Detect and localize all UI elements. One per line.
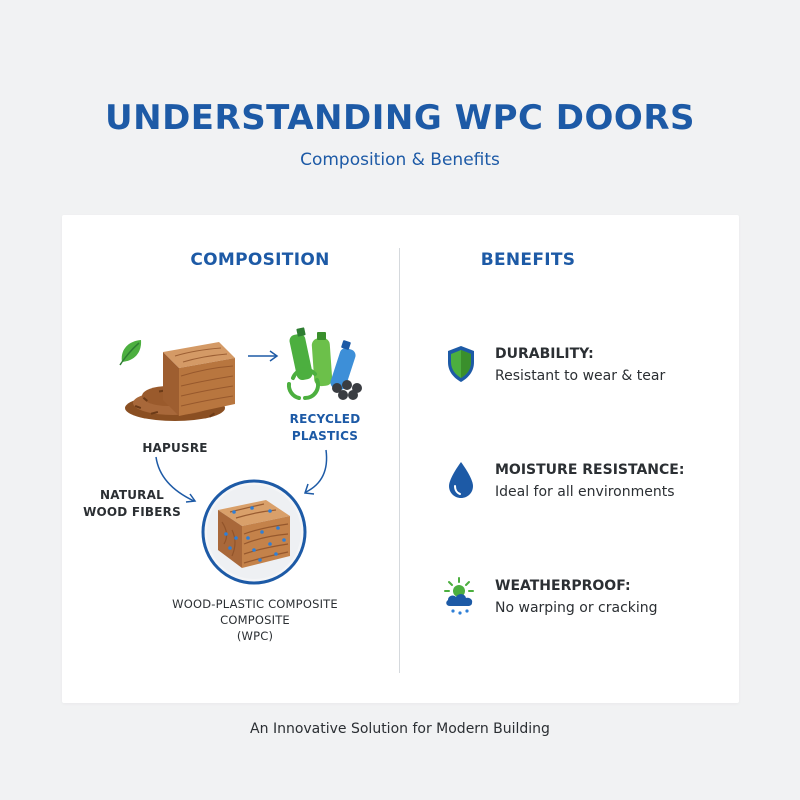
shield-icon (448, 346, 474, 382)
composition-heading: COMPOSITION (190, 250, 330, 270)
wpc-composite-icon (201, 479, 307, 585)
wpc-label-line2: COMPOSITE (220, 613, 290, 627)
natural-wood-fibers-label-line1: NATURAL (100, 488, 164, 502)
column-divider (399, 248, 400, 673)
recycled-plastics-label-line2: PLASTICS (291, 429, 359, 443)
arrow-plastics-to-wpc-icon (303, 449, 328, 495)
arrow-natural-to-wpc-icon (155, 456, 197, 503)
benefit-description: Resistant to wear & tear (495, 368, 666, 384)
water-drop-icon (449, 462, 473, 498)
benefit-title: DURABILITY: (495, 346, 594, 362)
benefit-description: No warping or cracking (495, 600, 658, 616)
recycled-plastics-icon (286, 327, 362, 400)
wood-fibers-icon (125, 342, 235, 421)
natural-wood-fibers-label-line2: WOOD FIBERS (83, 505, 181, 519)
footer-tagline: An Innovative Solution for Modern Buildi… (250, 721, 550, 737)
leaf-icon (119, 340, 142, 366)
wpc-label-line1: WOOD-PLASTIC COMPOSITE (172, 597, 338, 611)
weather-icon (444, 577, 474, 615)
benefit-description: Ideal for all environments (495, 484, 675, 500)
recycled-plastics-label-line1: RECYCLED (289, 412, 361, 426)
benefits-heading: BENEFITS (480, 250, 576, 270)
content-card (62, 215, 739, 703)
hapusre-label: HAPUSRE (142, 441, 208, 455)
page-title: UNDERSTANDING WPC DOORS (105, 98, 695, 138)
wpc-label-line3: (WPC) (236, 629, 274, 643)
arrow-right-icon (248, 350, 279, 362)
benefit-title: MOISTURE RESISTANCE: (495, 462, 685, 478)
benefit-title: WEATHERPROOF: (495, 578, 631, 594)
page-subtitle: Composition & Benefits (300, 150, 500, 170)
